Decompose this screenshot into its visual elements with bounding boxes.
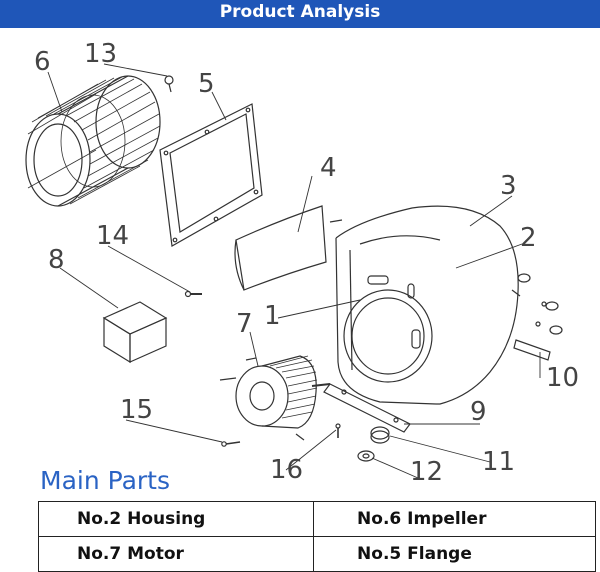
bracket-10 [513,339,551,361]
callout-1: 1 [264,301,281,331]
main-parts-title: Main Parts [40,466,171,495]
banner-title: Product Analysis [219,2,381,22]
motor-part [219,355,331,429]
cutoff-plate-part [234,205,343,291]
housing-part [335,205,521,405]
callout-13: 13 [84,39,117,69]
screw-13 [164,75,174,93]
table-cell: No.5 Flange [313,536,596,572]
callout-8: 8 [48,245,65,275]
callout-2: 2 [520,223,537,253]
leader-lines [47,63,541,479]
callout-4: 4 [320,153,337,183]
bolt-14 [184,290,202,298]
callout-5: 5 [198,69,215,99]
flange-part [159,103,263,247]
bracket-9 [323,383,411,433]
screw-15 [221,441,241,447]
washer-12 [357,450,375,462]
callout-15: 15 [120,395,153,425]
main-parts-table: No.2 Housing No.6 Impeller No.7 Motor No… [37,501,596,572]
table-cell: No.2 Housing [37,501,315,537]
table-cell: No.7 Motor [37,536,315,572]
table-row: No.7 Motor No.5 Flange [37,536,596,572]
fasteners-right [517,273,563,335]
callout-6: 6 [34,47,51,77]
table-row: No.2 Housing No.6 Impeller [37,501,596,537]
capacitor-box-part [102,301,168,364]
exploded-view-diagram: 6 13 5 4 3 2 1 14 8 7 10 9 15 11 12 16 [25,39,579,487]
header-banner: Product Analysis [0,0,600,28]
callout-14: 14 [96,221,129,251]
screw-16 [295,423,341,441]
callout-7: 7 [236,309,253,339]
callout-12: 12 [410,457,443,487]
callout-10: 10 [546,363,579,393]
callout-16: 16 [270,455,303,485]
impeller-part [25,75,161,207]
grommet-11 [370,426,390,444]
callout-3: 3 [500,171,517,201]
callout-9: 9 [470,397,487,427]
callout-11: 11 [482,447,515,477]
table-cell: No.6 Impeller [313,501,596,537]
